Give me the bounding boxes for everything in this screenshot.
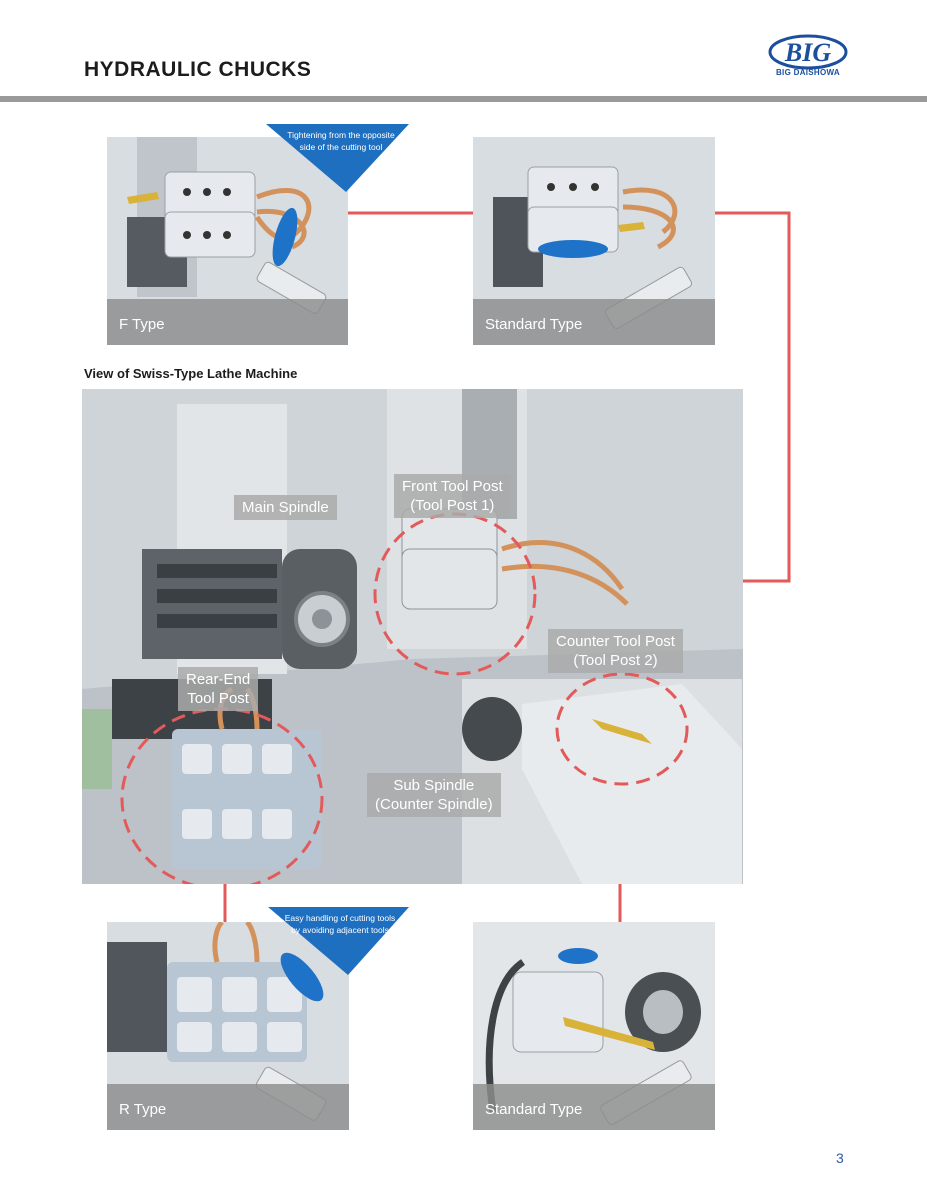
r-type-callout: Easy handling of cutting tools by avoidi… (268, 907, 409, 975)
standard-top-panel: Standard Type (473, 137, 715, 345)
f-type-callout: Tightening from the opposite side of the… (266, 124, 409, 192)
f-type-caption-bar: F Type (107, 299, 348, 345)
f-type-callout-text: Tightening from the opposite side of the… (287, 130, 395, 152)
big-logo-icon: BIG (768, 34, 848, 80)
standard-top-caption-bar: Standard Type (473, 299, 715, 345)
f-type-caption: F Type (119, 316, 165, 333)
page-title: HYDRAULIC CHUCKS (84, 58, 312, 81)
logo-text: BIG (784, 38, 831, 67)
header-divider (0, 96, 927, 102)
logo-subtext: BIG DAISHOWA (775, 68, 841, 77)
section-title: View of Swiss-Type Lathe Machine (84, 366, 298, 381)
r-type-callout-text: Easy handling of cutting tools by avoidi… (284, 913, 396, 935)
rear-end-tool-post-label: Rear-End Tool Post (178, 667, 259, 711)
f-type-panel: F Type (107, 137, 348, 345)
r-type-caption: R Type (119, 1101, 167, 1118)
r-type-panel: R Type (107, 922, 349, 1130)
standard-bottom-caption: Standard Type (485, 1101, 583, 1118)
standard-bottom-caption-bar: Standard Type (473, 1084, 715, 1130)
r-type-caption-bar: R Type (107, 1084, 349, 1130)
sub-spindle-label: Sub Spindle (Counter Spindle) (367, 773, 501, 817)
standard-bottom-panel: Standard Type (473, 922, 715, 1130)
main-spindle-label: Main Spindle (234, 495, 337, 520)
page-number: 3 (836, 1150, 844, 1166)
counter-tool-post-label: Counter Tool Post (Tool Post 2) (548, 629, 683, 673)
swiss-lathe-illustration: Main Spindle Front Tool Post (Tool Post … (82, 389, 743, 884)
front-tool-post-label: Front Tool Post (Tool Post 1) (394, 474, 511, 518)
standard-top-caption: Standard Type (485, 316, 583, 333)
